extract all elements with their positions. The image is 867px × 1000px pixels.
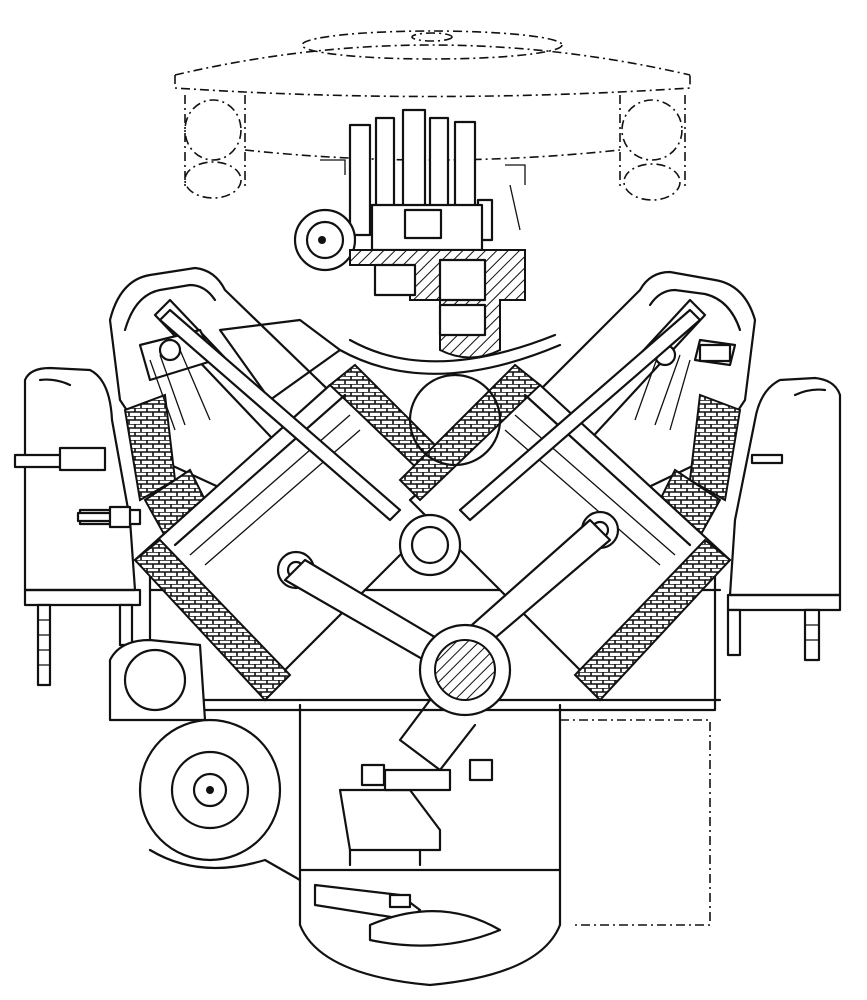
pushrods — [158, 308, 702, 522]
water-pump-pulley — [108, 638, 302, 882]
crankshaft — [360, 623, 512, 787]
camshaft — [398, 373, 502, 577]
carburetor — [320, 108, 526, 252]
oil-pickup — [313, 883, 502, 947]
right-exhaust-manifold — [726, 376, 842, 662]
distributor — [293, 208, 357, 272]
air-cleaner — [174, 30, 691, 201]
oil-pump — [338, 768, 452, 867]
spark-plug-left — [76, 505, 132, 529]
spark-plug-right — [750, 453, 784, 465]
left-exhaust-manifold — [13, 366, 142, 687]
intake-manifold — [338, 249, 562, 375]
